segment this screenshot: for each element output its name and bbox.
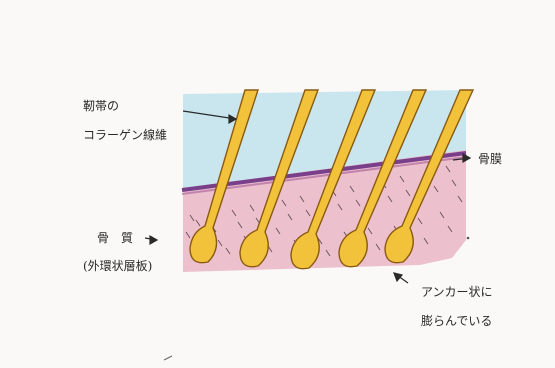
pencil-dot: [466, 236, 470, 240]
collagen-fiber-5: [384, 89, 475, 264]
collagen-fiber-2: [239, 89, 320, 268]
ligament-region: [183, 90, 466, 193]
ligament-label-line2: コラーゲン線維: [83, 128, 168, 142]
collagen-fibers: [189, 89, 475, 270]
ligament-leader: [182, 110, 237, 120]
periosteum-label: 骨膜: [478, 152, 503, 166]
bone-label-line2: (外環状層板): [83, 259, 153, 273]
periosteum-band: [181, 151, 467, 192]
leader-lines: [144, 110, 472, 284]
pencil-mark: [163, 355, 173, 361]
collagen-fiber-4: [338, 89, 428, 268]
anchor-label-line2: 膨らんでいる: [421, 314, 493, 328]
ligament-label-line1: 靭帯の: [83, 99, 120, 113]
collagen-fiber-1: [189, 89, 259, 264]
bone-label-line1: 骨 質: [97, 231, 134, 245]
collagen-fiber-3: [290, 89, 377, 270]
anchor-label-line1: アンカー状に: [421, 285, 493, 299]
